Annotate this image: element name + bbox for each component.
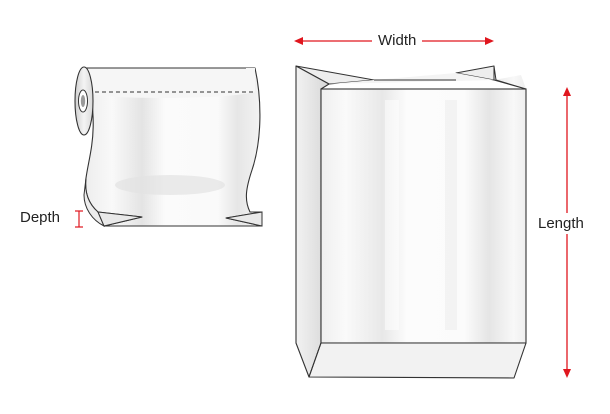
poly-tubing-roll xyxy=(74,66,263,228)
roll-gusset-right xyxy=(225,211,263,227)
depth-label: Depth xyxy=(20,209,61,226)
roll-body xyxy=(80,68,255,98)
width-label: Width xyxy=(372,32,423,49)
length-label: Length xyxy=(538,213,584,234)
roll-gusset-left xyxy=(97,211,143,227)
bag-bottom-gusset xyxy=(308,342,527,379)
gusseted-bag xyxy=(295,65,527,379)
depth-dimension-marker xyxy=(75,210,83,228)
